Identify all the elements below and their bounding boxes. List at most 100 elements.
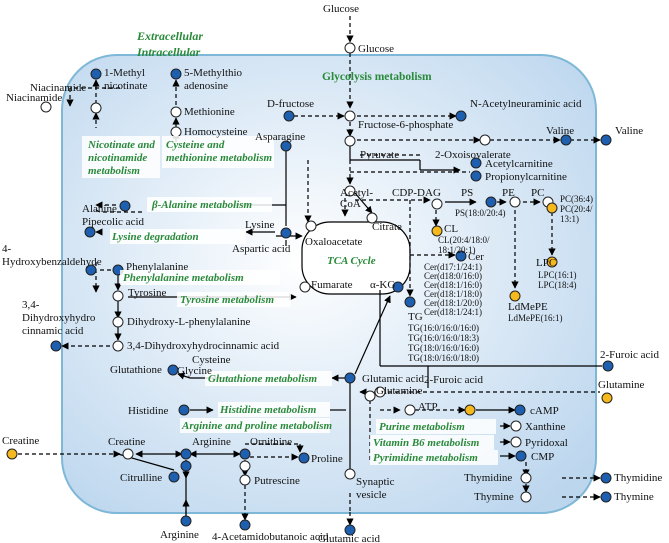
thymine-extracellular-label: Thymine (614, 491, 654, 503)
camp-label: cAMP (530, 405, 559, 417)
acetamidobutanoic-acid-label: 4-Acetamidobutanoic acid (212, 531, 329, 543)
homocysteine-label: Homocysteine (184, 126, 248, 138)
mta-label-1: 5-Methylthio (184, 67, 243, 79)
citrate-label: Citrate (372, 221, 402, 233)
fructose-6-phosphate-label: Fructose-6-phosphate (358, 119, 453, 131)
glutamic-acid-extracellular-label: Glutamic acid (318, 533, 381, 543)
cer-species-item: Cer(d17:1/24:1) (424, 262, 482, 272)
xanthine-label: Xanthine (525, 421, 565, 433)
lpc-species-label-2: LPC(18:4) (538, 280, 577, 290)
cysteine-pathway-label-1: Cysteine and (166, 139, 225, 151)
dihydroxy-phenylalanine-label: Dihydroxy-L-phenylalanine (127, 316, 251, 328)
glutathione-label: Glutathione (110, 364, 162, 376)
cl-species-label-1: CL(20:4/18:0/ (438, 235, 490, 245)
phenylalanine-pathway-label: Phenylalanine metabolism (123, 272, 244, 284)
creatine-extracellular-label: Creatine (2, 435, 39, 447)
tg-species-item: TG(18:0/16:0/18:0) (408, 353, 479, 363)
nicotinate-pathway-label-2: nicotinamide (88, 152, 147, 164)
lysine-pathway-label: Lysine degradation (111, 231, 199, 243)
thymidine-label: Thymidine (464, 472, 512, 484)
ldmepe-species-label: LdMePE(16:1) (508, 313, 563, 323)
alanine-label: Alanine (82, 203, 117, 215)
cer-species-item: Cer(d18:1/18:0) (424, 289, 482, 299)
creatine-label: Creatine (108, 436, 145, 448)
arginine-pathway-label: Arginine and proline metabolism (181, 420, 332, 432)
arginine-extracellular-label: Arginine (160, 529, 199, 541)
dhca-extracellular-label-2: Dihydroxyhydro (22, 312, 96, 324)
cysteine-label: Cysteine (192, 354, 231, 366)
synaptic-vesicle-label-2: vesicle (356, 489, 387, 501)
purine-pathway-label: Purine metabolism (379, 421, 465, 433)
oxoisovalerate-label: 2-Oxoisovalerate (435, 149, 511, 161)
dhca-extracellular-label-1: 3,4- (22, 299, 40, 311)
cysteine-pathway-label-2: methionine metabolism (166, 152, 272, 164)
arginine-label: Arginine (192, 436, 231, 448)
glutamine-label: Glutamine (376, 385, 423, 397)
histidine-label: Histidine (128, 405, 168, 417)
pathway-label-backgrounds (82, 136, 498, 465)
glucose-extracellular-label: Glucose (323, 3, 359, 15)
hydroxybenzaldehyde-label-1: 4- (2, 243, 12, 255)
metabolite-nodes (6, 42, 614, 536)
acetylcarnitine-label: Acetylcarnitine (485, 158, 553, 170)
tyrosine-label: Tyrosine (128, 287, 166, 299)
ldmepe-label: LdMePE (508, 301, 548, 313)
lysine-label: Lysine (245, 219, 274, 231)
glutamine-extracellular-label: Glutamine (598, 379, 645, 391)
niacinamide-extracellular-label: Niacinamide (6, 92, 62, 104)
oxaloacetate-label: Oxaloacetate (305, 236, 363, 248)
cer-species-item: Cer(d18:1/24:1) (424, 307, 482, 317)
valine-extracellular-label: Valine (615, 125, 643, 137)
acetyl-coa-label-1: Acetyl- (340, 187, 373, 199)
aspartic-acid-label: Aspartic acid (232, 243, 291, 255)
lpc-label: LPC (536, 257, 556, 269)
tyrosine-pathway-label: Tyrosine metabolism (180, 294, 274, 306)
niacinamide-label: Niacinamide (30, 82, 86, 94)
methionine-label: Methionine (184, 106, 235, 118)
glycine-label: Glycine (177, 365, 212, 377)
n-acetylneuraminic-acid-label: N-Acetylneuraminic acid (470, 98, 582, 110)
pc-species-label-2: PC(20:4/ (560, 204, 593, 214)
pyruvate-label: Pyruvate (360, 149, 399, 161)
pipecolic-acid-label: Pipecolic acid (82, 216, 145, 228)
glucose-label: Glucose (358, 43, 394, 55)
pc-species-label-3: 13:1) (560, 214, 579, 224)
dhca-extracellular-label-3: cinnamic acid (22, 325, 84, 337)
cer-species-item: Cer(d18:1/20:0) (424, 298, 482, 308)
phenylalanine-label: Phenylalanine (126, 261, 188, 273)
proline-label: Proline (311, 453, 343, 465)
beta-alanine-pathway-label: β-Alanine metabolism (151, 199, 253, 211)
d-fructose-label: D-fructose (267, 98, 314, 110)
pe-label: PE (502, 187, 515, 199)
tg-species-item: TG(18:0/16:0/16:0) (408, 343, 479, 353)
fumarate-label: Fumarate (311, 279, 353, 291)
nicotinate-pathway-label-3: metabolism (88, 165, 140, 177)
pc-species-label-1: PC(36:4) (560, 194, 593, 204)
thymine-label: Thymine (474, 491, 514, 503)
hydroxybenzaldehyde-label-2: Hydroxybenzaldehyde (2, 256, 102, 268)
methylnicotinate-label-1: 1-Methyl (104, 67, 145, 79)
cer-label: Cer (468, 251, 484, 263)
atp-label: ATP (418, 401, 438, 413)
pc-label: PC (531, 187, 544, 199)
pyridoxal-label: Pyridoxal (525, 437, 568, 449)
cer-species-list: Cer(d17:1/24:1) Cer(d18:0/16:0) Cer(d18:… (424, 262, 482, 317)
cl-species-label-2: 18:1/20:1) (438, 245, 476, 255)
glutamic-acid-label: Glutamic acid (362, 373, 425, 385)
synaptic-vesicle-label-1: Synaptic (356, 476, 395, 488)
propionylcarnitine-label: Propionylcarnitine (485, 171, 567, 183)
cer-species-item: Cer(d18:1/16:0) (424, 280, 482, 290)
asparagine-label: Asparagine (255, 131, 305, 143)
glycolysis-pathway-label: Glycolysis metabolism (322, 71, 432, 83)
acetyl-coa-label-2: CoA (340, 198, 361, 210)
valine-label: Valine (546, 125, 574, 137)
putrescine-label: Putrescine (254, 475, 300, 487)
alpha-kg-label: α-KG (370, 279, 395, 291)
cmp-label: CMP (531, 451, 554, 463)
cer-species-item: Cer(d18:0/16:0) (424, 271, 482, 281)
mta-label-2: adenosine (184, 80, 228, 92)
ornithine-label: Ornithine (250, 436, 292, 448)
thymidine-extracellular-label: Thymidine (614, 472, 662, 484)
